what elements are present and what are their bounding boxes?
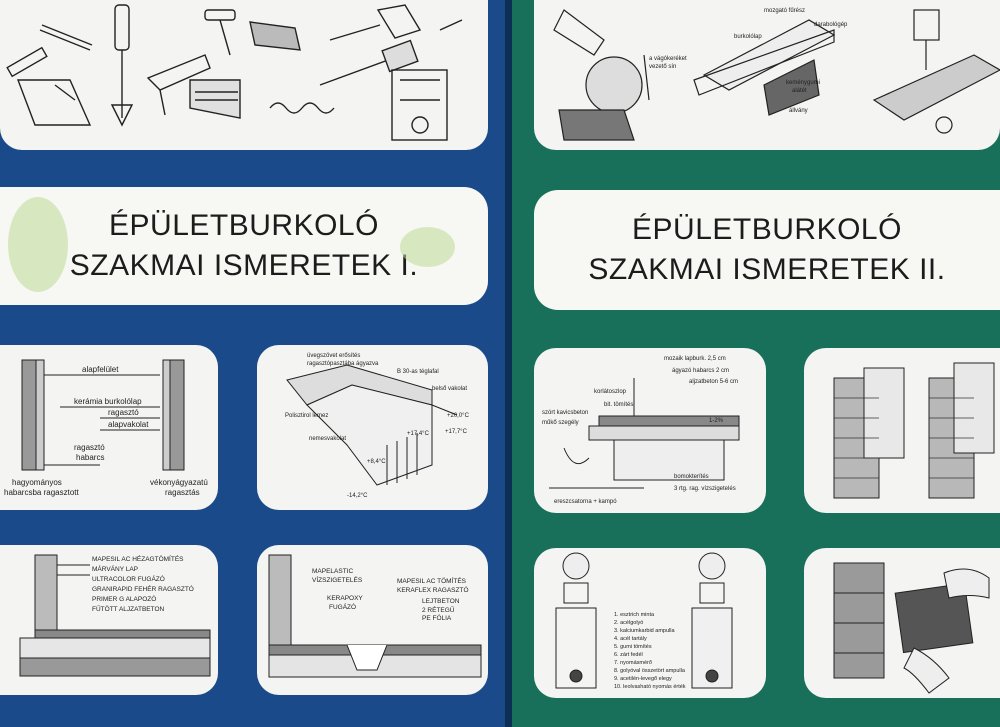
legend-5: 5. gumi tömítés: [614, 644, 652, 650]
label-ragaszto-2: ragasztó: [74, 443, 105, 452]
label-uveg-1: üvegszövet erősítés: [307, 353, 360, 359]
legend-9: 9. acetilén-levegő elegy: [614, 676, 672, 682]
label-kerapoxy: KERAPOXY: [327, 595, 363, 602]
label-granirapid: GRANIRAPID FEHÉR RAGASZTÓ: [92, 584, 194, 593]
label-darabologep: darabológép: [814, 22, 848, 28]
label-vizszigeteles: 3 rtg. rag. vízszigetelés: [674, 486, 736, 492]
legend-7: 7. nyomásmérő: [614, 660, 652, 666]
label-2-retegu: 2 RÉTEGŰ: [422, 605, 455, 614]
label-alatet: alátét: [792, 88, 807, 94]
caption-right-2: ragasztás: [165, 488, 200, 497]
label-bomok: bomokterítés: [674, 474, 709, 480]
label-aljzatbeton: aljzatbeton 5-6 cm: [689, 379, 738, 385]
label-szort: szórt kavicsbeton: [542, 410, 588, 416]
tools-illustration: [0, 0, 488, 150]
caption-right-1: vékonyágyazatú: [150, 478, 208, 487]
label-temp-5: -14,2°C: [347, 493, 368, 499]
label-vezeto-sin: vezető sín: [649, 64, 676, 70]
label-lejtbeton: LEJTBETON: [422, 598, 460, 605]
label-fugazo: FUGÁZÓ: [329, 602, 356, 611]
mapei-floor-drawing: MAPESIL AC HÉZAGTÖMÍTÉS MÁRVÁNY LAP ULTR…: [19, 554, 211, 677]
legend-8: 8. golyóval összetört ampulla: [614, 668, 686, 674]
label-vizszigeteles: VÍZSZIGETELÉS: [312, 575, 363, 584]
tools-drawing: [6, 4, 463, 141]
insulation-drawing: üvegszövet erősítés ragasztópasztába ágy…: [285, 353, 470, 499]
book-cover-right: mozgató fűrész darabológép burkolólap a …: [512, 0, 1000, 727]
balcony-section-diagram: mozaik lapburk. 2,5 cm ágyazó habarcs 2 …: [534, 348, 766, 513]
legend-10: 10. leolvasható nyomás érték: [614, 684, 686, 690]
title-line-1: ÉPÜLETBURKOLÓ: [632, 213, 902, 246]
label-alapfelulet: alapfelület: [82, 365, 119, 374]
mapei-bath-diagram: MAPELASTIC VÍZSZIGETELÉS KERAPOXY FUGÁZÓ…: [257, 545, 488, 695]
stain-mark: [400, 227, 455, 267]
label-kemenygumi: keménygumi: [786, 80, 820, 86]
label-bit-tomites: bit. tömítés: [604, 402, 633, 408]
label-vagokerek: a vágókeréket: [649, 56, 687, 62]
label-temp-3: +17,7°C: [445, 429, 468, 435]
brick-corner-drawing: [833, 362, 995, 499]
label-futott: FŰTÖTT ALJZATBETON: [92, 604, 165, 613]
legend-6: 6. zárt fedél: [614, 652, 643, 658]
label-mapesil-tomites: MAPESIL AC TÖMÍTÉS: [397, 576, 467, 585]
label-alapvakolat: alapvakolat: [108, 420, 149, 429]
label-belso: belső vakolat: [432, 386, 467, 392]
label-keramia: kerámia burkolólap: [74, 397, 142, 406]
label-marvany: MÁRVÁNY LAP: [92, 564, 138, 573]
brick-corner-illustration: [804, 348, 1000, 513]
tile-cutter-drawing: mozgató fűrész darabológép burkolólap a …: [553, 8, 1000, 141]
label-primer: PRIMER G ALAPOZÓ: [92, 594, 156, 603]
legend-3: 3. kalciumkarbid ampulla: [614, 628, 675, 634]
caption-left-2: habarcsba ragasztott: [4, 488, 79, 497]
title-line-1: ÉPÜLETBURKOLÓ: [109, 209, 379, 242]
label-korlatoszlop: korlátoszlop: [594, 389, 627, 395]
tiling-hands-drawing: [833, 562, 990, 694]
label-lejtes: 1-2%: [709, 418, 724, 424]
legend-2: 2. acélgolyó: [614, 620, 643, 626]
tile-cutter-illustration: mozgató fűrész darabológép burkolólap a …: [534, 0, 1000, 150]
tiling-hands-illustration: [804, 548, 1000, 698]
stain-mark: [8, 197, 68, 292]
label-ragaszto: ragasztó: [108, 408, 139, 417]
label-muko: műkő szegély: [542, 420, 579, 426]
label-polisztirol: Polisztirol lemez: [285, 413, 328, 419]
legend-1: 1. esztrich minta: [614, 612, 655, 618]
label-mapelastic: MAPELASTIC: [312, 568, 353, 575]
balcony-section-drawing: mozaik lapburk. 2,5 cm ágyazó habarcs 2 …: [542, 356, 740, 505]
label-keraflex: KERAFLEX RAGASZTÓ: [397, 585, 469, 594]
book-spine: [505, 0, 514, 727]
label-mapesil: MAPESIL AC HÉZAGTÖMÍTÉS: [92, 554, 184, 563]
title-panel-left: ÉPÜLETBURKOLÓ SZAKMAI ISMERETEK I.: [0, 187, 488, 305]
label-temp-2: +17,4°C: [407, 431, 430, 437]
label-b30: B 30-as téglafal: [397, 369, 439, 375]
caption-left-1: hagyományos: [12, 478, 62, 487]
label-temp-4: +8,4°C: [367, 459, 386, 465]
title-line-2: SZAKMAI ISMERETEK II.: [588, 253, 946, 286]
label-nemesvakolat: nemesvakolat: [309, 436, 346, 442]
title-panel-right: ÉPÜLETBURKOLÓ SZAKMAI ISMERETEK II.: [534, 190, 1000, 310]
moisture-gauge-drawing: 1. esztrich minta 2. acélgolyó 3. kalciu…: [555, 552, 733, 690]
insulation-diagram: üvegszövet erősítés ragasztópasztába ágy…: [257, 345, 488, 510]
moisture-gauge-diagram: 1. esztrich minta 2. acélgolyó 3. kalciu…: [534, 548, 766, 698]
label-habarcs: habarcs: [76, 453, 104, 462]
label-ereszcsatorna: ereszcsatorna + kampó: [554, 499, 617, 505]
book-cover-left: ÉPÜLETBURKOLÓ SZAKMAI ISMERETEK I. alapf…: [0, 0, 510, 727]
wall-section-diagram: alapfelület kerámia burkolólap ragasztó …: [0, 345, 218, 510]
label-agyazo: ágyazó habarcs 2 cm: [672, 368, 729, 374]
mapei-bath-drawing: MAPELASTIC VÍZSZIGETELÉS KERAPOXY FUGÁZÓ…: [268, 554, 482, 678]
label-temp-1: +20,0°C: [447, 413, 470, 419]
label-mozgato: mozgató fűrész: [764, 8, 805, 14]
label-burkololap: burkolólap: [734, 34, 762, 40]
label-uveg-2: ragasztópasztába ágyazva: [307, 361, 379, 367]
label-pe-folia: PE FÓLIA: [422, 613, 452, 622]
label-ultracolor: ULTRACOLOR FUGÁZÓ: [92, 574, 165, 583]
mapei-floor-diagram: MAPESIL AC HÉZAGTÖMÍTÉS MÁRVÁNY LAP ULTR…: [0, 545, 218, 695]
wall-section-drawing: alapfelület kerámia burkolólap ragasztó …: [4, 359, 208, 497]
title-line-2: SZAKMAI ISMERETEK I.: [69, 249, 419, 282]
label-mozaik: mozaik lapburk. 2,5 cm: [664, 356, 726, 362]
legend-4: 4. acél tartály: [614, 636, 647, 642]
label-allvany: állvány: [789, 108, 808, 114]
